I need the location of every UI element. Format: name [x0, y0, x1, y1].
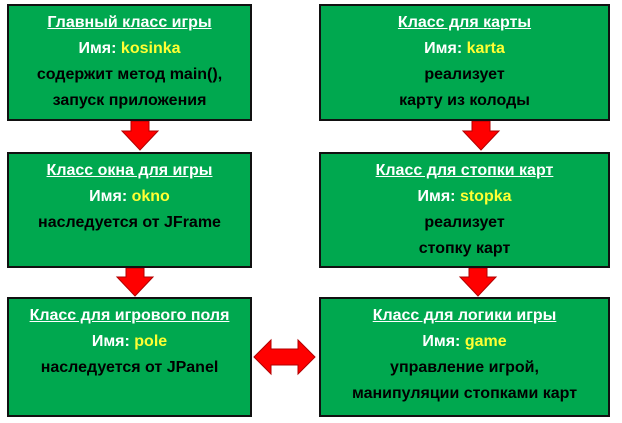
class-box-logic: Класс для логики игры Имя: game управлен… [319, 297, 610, 417]
box-name-line: Имя: game [321, 329, 608, 355]
class-name-value: kosinka [120, 40, 181, 57]
arrow-pile-to-logic [458, 267, 498, 297]
box-description-line: управление игрой, [390, 359, 539, 376]
box-title: Класс для карты [397, 14, 532, 31]
name-label: Имя: [91, 333, 130, 350]
box-title: Главный класс игры [47, 14, 212, 31]
class-name-value: okno [131, 188, 170, 205]
box-description-line: наследуется от JFrame [38, 214, 221, 231]
class-box-card: Класс для карты Имя: karta реализует кар… [319, 4, 610, 121]
name-label: Имя: [422, 333, 461, 350]
arrow-main-to-window [120, 120, 160, 151]
box-name-line: Имя: kosinka [9, 36, 250, 62]
box-description-line: стопку карт [418, 240, 511, 257]
name-label: Имя: [417, 188, 456, 205]
class-name-value: pole [134, 333, 168, 350]
class-box-window: Класс окна для игры Имя: okno наследуетс… [7, 152, 252, 268]
name-label: Имя: [78, 40, 117, 57]
box-title: Класс окна для игры [46, 162, 213, 179]
class-name-value: karta [466, 40, 505, 57]
box-name-line: Имя: okno [9, 184, 250, 210]
box-description-line: содержит метод main(), [36, 66, 223, 83]
class-box-field: Класс для игрового поля Имя: pole наслед… [7, 297, 252, 417]
box-title: Класс для логики игры [372, 307, 557, 324]
box-description-line: карту из колоды [399, 92, 530, 109]
arrow-field-logic-bidirectional [253, 338, 316, 376]
name-label: Имя: [89, 188, 128, 205]
arrow-card-to-pile [461, 120, 501, 151]
name-label: Имя: [424, 40, 463, 57]
box-title: Класс для игрового поля [29, 307, 230, 324]
box-description-line: реализует [424, 66, 505, 83]
box-name-line: Имя: pole [9, 329, 250, 355]
box-title: Класс для стопки карт [375, 162, 554, 179]
class-name-value: game [464, 333, 507, 350]
box-description-line: наследуется от JPanel [40, 359, 219, 376]
box-description-line: реализует [424, 214, 505, 231]
class-box-pile: Класс для стопки карт Имя: stopka реализ… [319, 152, 610, 268]
class-box-main: Главный класс игры Имя: kosinka содержит… [7, 4, 252, 121]
box-name-line: Имя: karta [321, 36, 608, 62]
class-name-value: stopka [459, 188, 512, 205]
arrow-window-to-field [115, 267, 155, 297]
box-description-line: запуск приложения [52, 92, 207, 109]
box-name-line: Имя: stopka [321, 184, 608, 210]
box-description-line: манипуляции стопками карт [351, 385, 578, 402]
